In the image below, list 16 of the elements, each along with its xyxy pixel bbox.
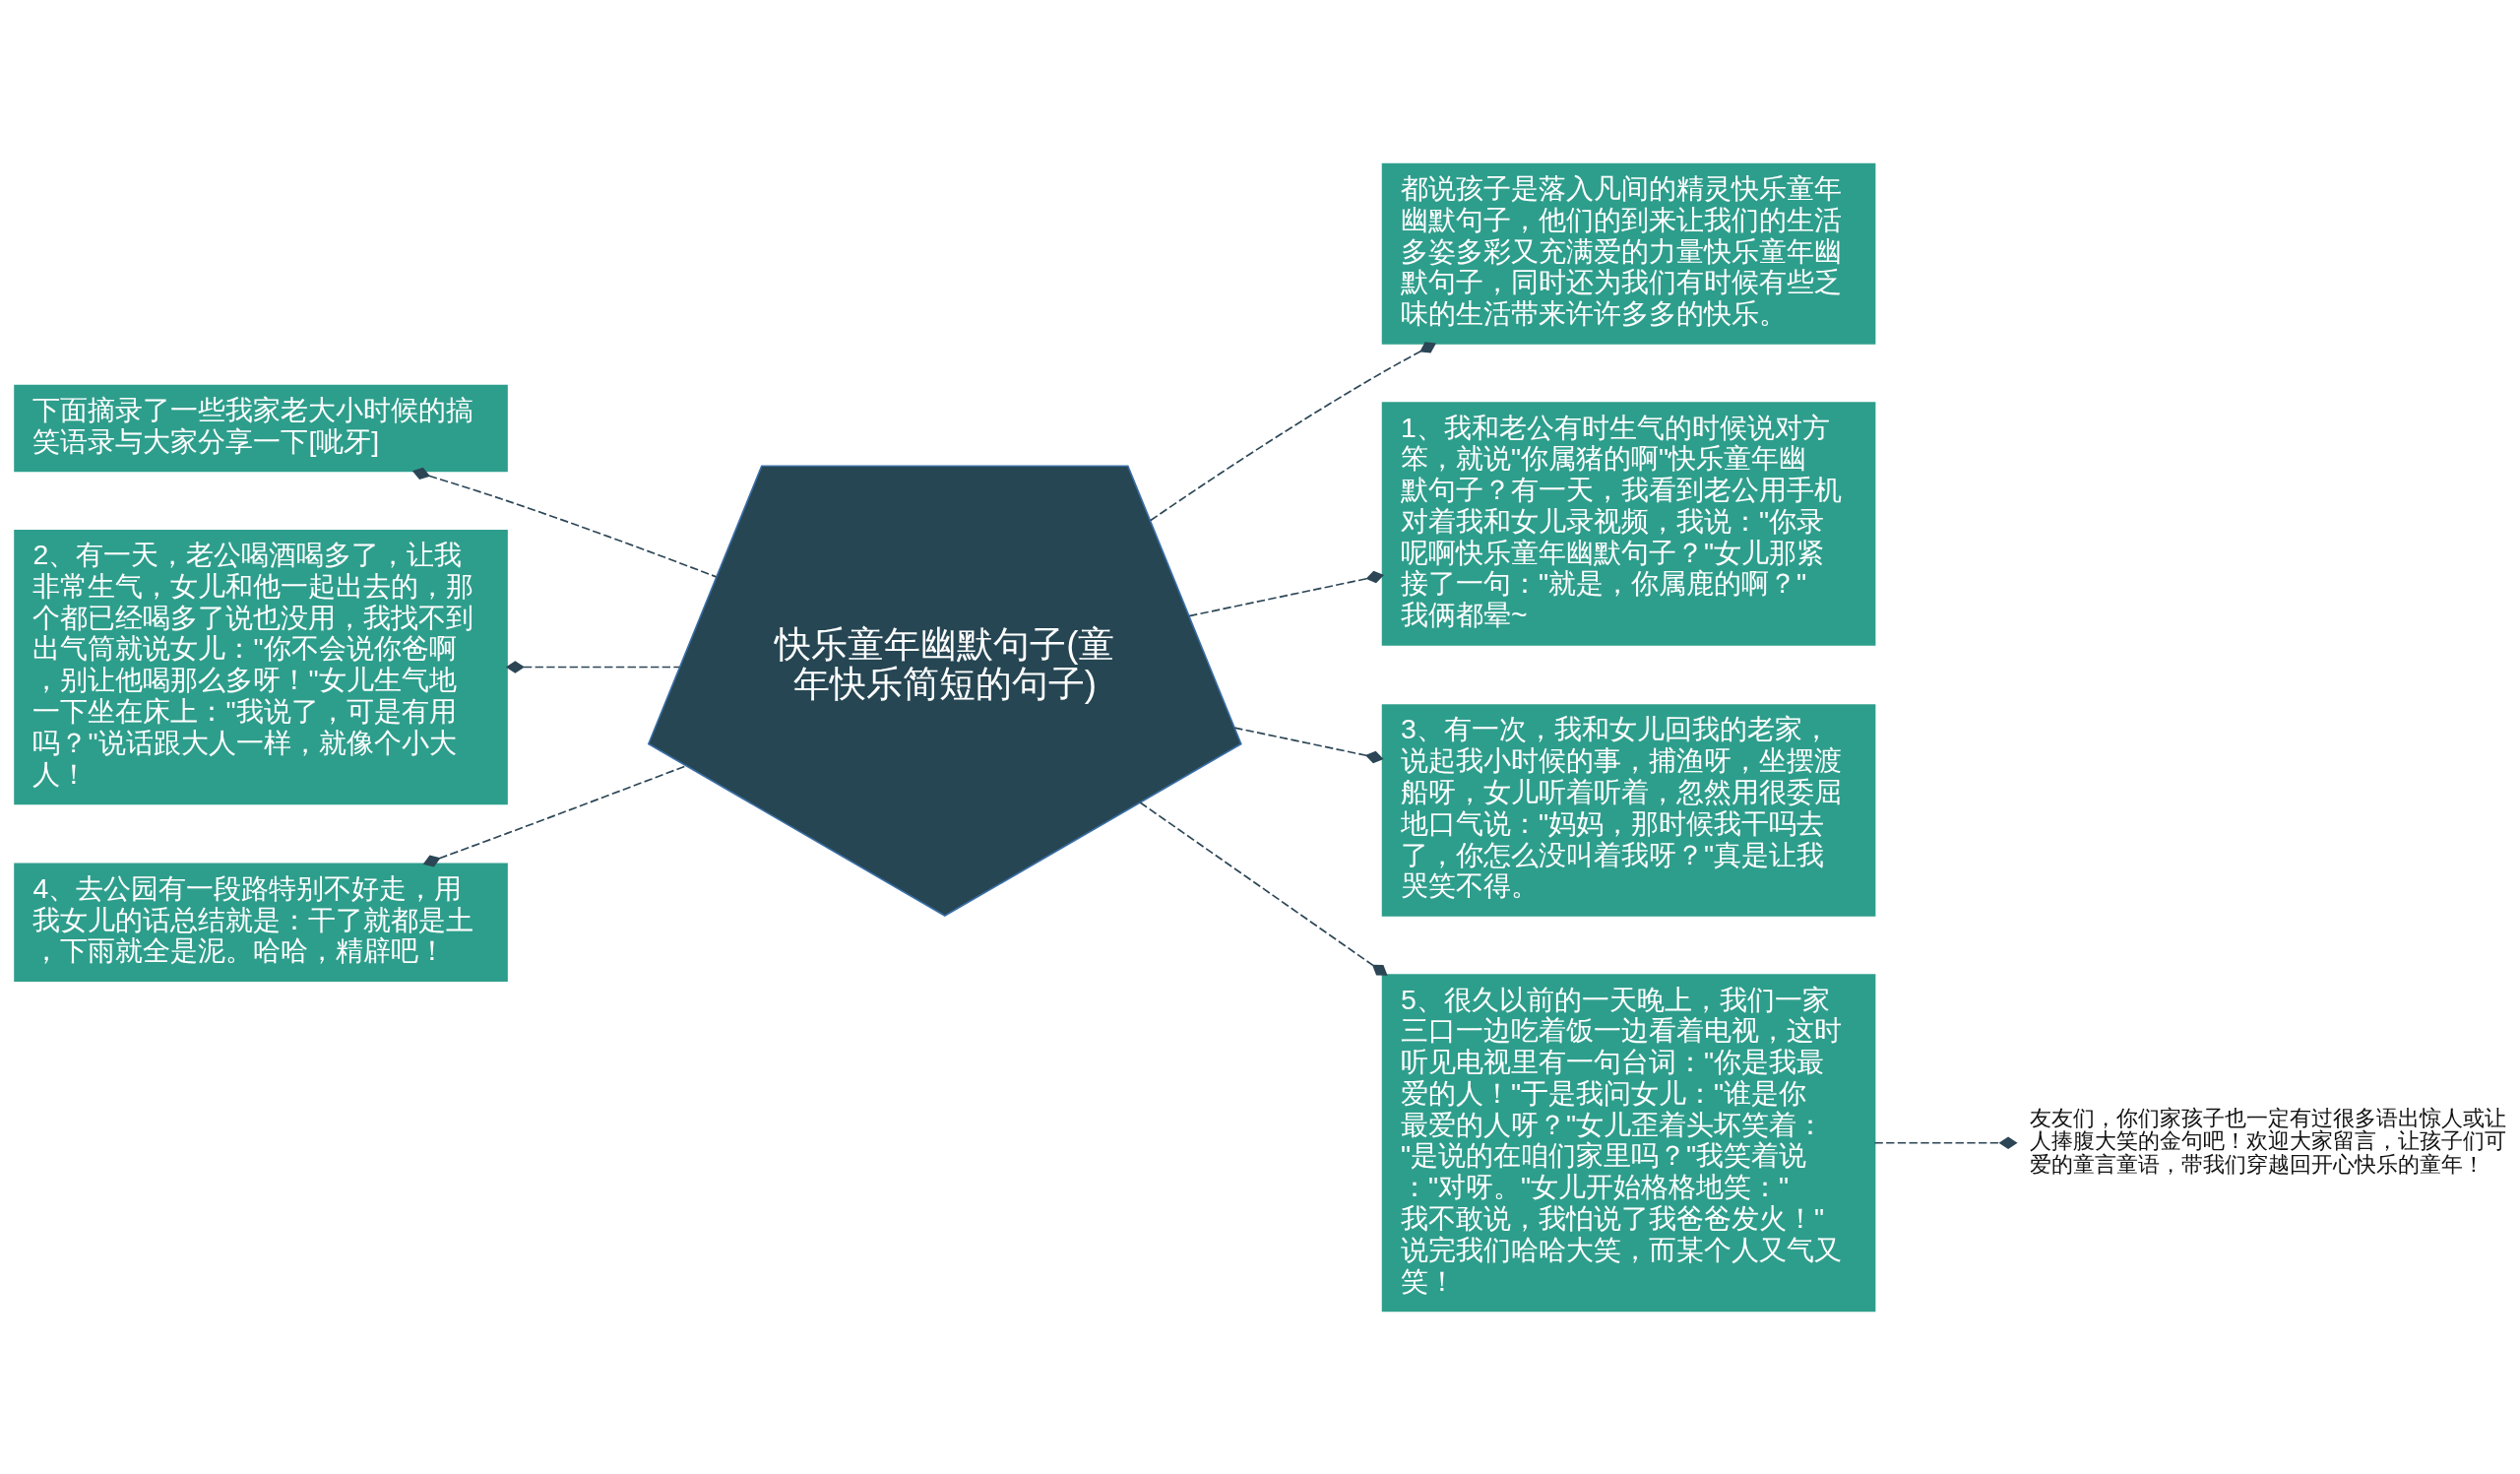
connector xyxy=(1188,570,1384,616)
connector xyxy=(422,764,687,866)
connector xyxy=(1150,341,1436,521)
node-text: 友友们，你们家孩子也一定有过很多语出惊人或让人捧腹大笑的金句吧！欢迎大家留言，让孩子们可爱的童言童语，带我们穿越回开心快乐的童年！ xyxy=(2029,1105,2506,1177)
node-box: 下面摘录了一些我家老大小时候的搞笑语录与大家分享一下[呲牙] xyxy=(14,384,508,472)
connector xyxy=(1139,801,1388,976)
connector xyxy=(411,467,718,578)
node-box: 1、我和老公有时生气的时候说对方笨，就说"你属猪的啊"快乐童年幽默句子？有一天，我看到老公用手机对着我和女儿录视频，我说："你录呢啊快乐童年幽默句子？"女儿那紧接了一句："就是，你属鹿的啊？"我俩都晕~ xyxy=(1381,401,1876,646)
node-box: 都说孩子是落入凡间的精灵快乐童年幽默句子，他们的到来让我们的生活多姿多彩又充满爱的力量快乐童年幽默句子，同时还为我们有时候有些乏味的生活带来许许多多的快乐。 xyxy=(1381,162,1876,345)
connector xyxy=(1873,1135,2018,1149)
node-box: 5、很久以前的一天晚上，我们一家三口一边吃着饭一边看着电视，这时听见电视里有一句台词："你是我最爱的人！"于是我问女儿："谁是你最爱的人呀？"女儿歪着头坏笑着："是说的在咱们家里吗？"我笑着说："对呀。"女儿开始格格地笑："我不敢说，我怕说了我爸爸发火！"说完我们哈哈大笑，而某个人又气又笑！ xyxy=(1381,973,1876,1312)
node-box: 4、去公园有一段路特别不好走，用我女儿的话总结就是：干了就都是土，下雨就全是泥。哈哈，精辟吧！ xyxy=(14,863,508,982)
node-box: 2、有一天，老公喝酒喝多了，让我非常生气，女儿和他一起出去的，那个都已经喝多了说也没用，我找不到出气筒就说女儿："你不会说你爸啊，别让他喝那么多呀！"女儿生气地一下坐在床上："我说了，可是有用吗？"说话跟大人一样，就像个小大人！ xyxy=(14,529,508,804)
node-box: 3、有一次，我和女儿回我的老家，说起我小时候的事，捕渔呀，坐摆渡船呀，女儿听着听着，忽然用很委屈地口气说："妈妈，那时候我干吗去了，你怎么没叫着我呀？"真是让我哭笑不得。 xyxy=(1381,703,1876,917)
connector xyxy=(505,660,680,673)
connector xyxy=(1233,726,1384,763)
